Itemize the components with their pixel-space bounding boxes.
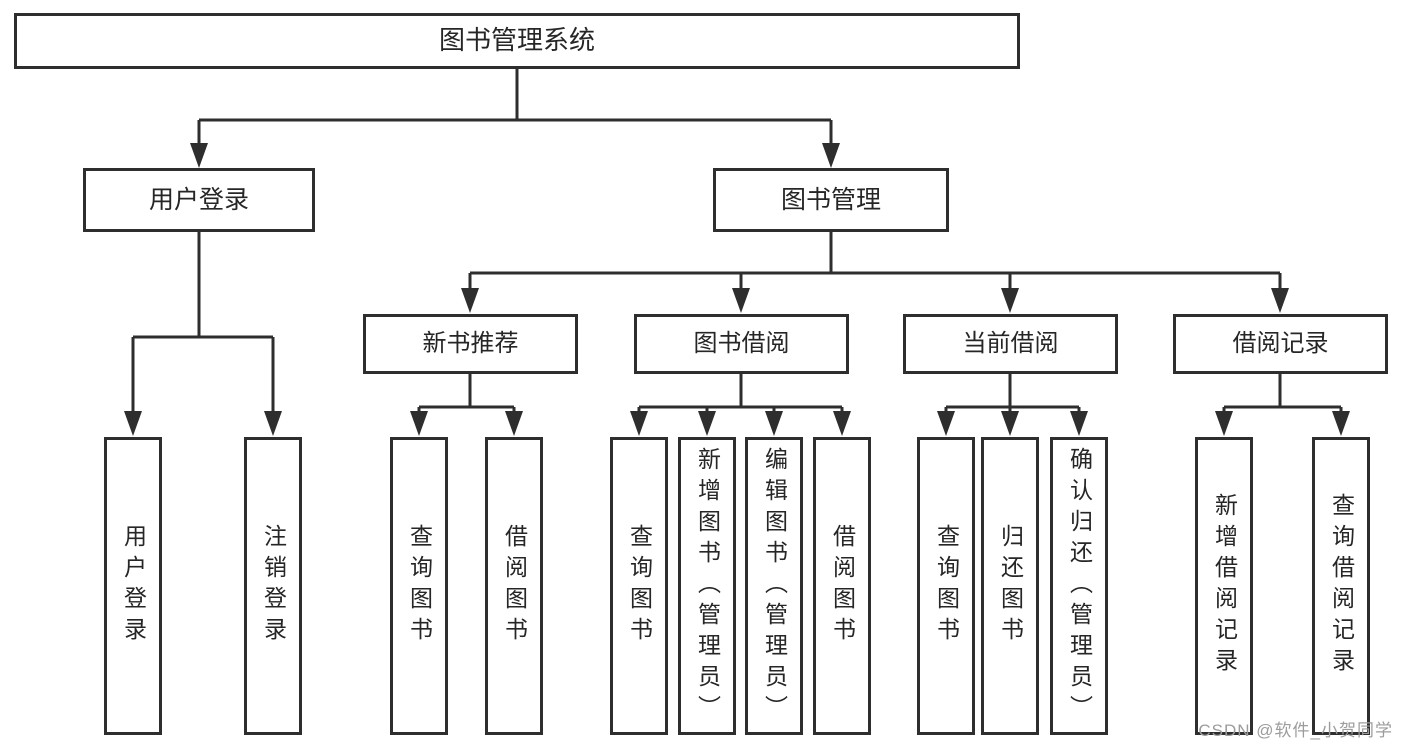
leaf-label: 归还图书 <box>997 524 1024 648</box>
node-book-management: 图书管理 <box>713 168 949 232</box>
leaf-label: 查询图书 <box>626 524 653 648</box>
leaf-logout-login: 注销登录 <box>244 437 302 735</box>
node-user-login: 用户登录 <box>83 168 315 232</box>
leaf-label: 新增借阅记录 <box>1211 493 1238 679</box>
watermark-csdn: CSDN @软件_小贺同学 <box>1198 721 1393 740</box>
leaf-query-books-recommend: 查询图书 <box>390 437 448 735</box>
leaf-label: 编辑图书（管理员） <box>761 446 788 726</box>
node-book-borrowing: 图书借阅 <box>634 314 849 374</box>
leaf-query-books-current: 查询图书 <box>917 437 975 735</box>
node-borrowing-records: 借阅记录 <box>1173 314 1388 374</box>
node-library-management-system: 图书管理系统 <box>14 13 1020 69</box>
leaf-label: 查询图书 <box>406 524 433 648</box>
leaf-return-books: 归还图书 <box>981 437 1039 735</box>
leaf-edit-books-admin: 编辑图书（管理员） <box>745 437 803 735</box>
node-current-borrowing: 当前借阅 <box>903 314 1118 374</box>
leaf-label: 注销登录 <box>260 524 287 648</box>
leaf-borrow-books: 借阅图书 <box>813 437 871 735</box>
leaf-borrow-books-recommend: 借阅图书 <box>485 437 543 735</box>
leaf-user-login: 用户登录 <box>104 437 162 735</box>
node-new-book-recommendation: 新书推荐 <box>363 314 578 374</box>
leaf-add-borrow-record: 新增借阅记录 <box>1195 437 1253 735</box>
leaf-label: 查询借阅记录 <box>1328 493 1355 679</box>
leaf-query-books-borrowing: 查询图书 <box>610 437 668 735</box>
leaf-label: 确认归还（管理员） <box>1066 446 1093 726</box>
leaf-label: 新增图书（管理员） <box>694 446 721 726</box>
leaf-confirm-return-admin: 确认归还（管理员） <box>1050 437 1108 735</box>
leaf-label: 借阅图书 <box>501 524 528 648</box>
leaf-label: 用户登录 <box>120 524 147 648</box>
leaf-query-borrow-record: 查询借阅记录 <box>1312 437 1370 735</box>
leaf-add-books-admin: 新增图书（管理员） <box>678 437 736 735</box>
leaf-label: 查询图书 <box>933 524 960 648</box>
leaf-label: 借阅图书 <box>829 524 856 648</box>
